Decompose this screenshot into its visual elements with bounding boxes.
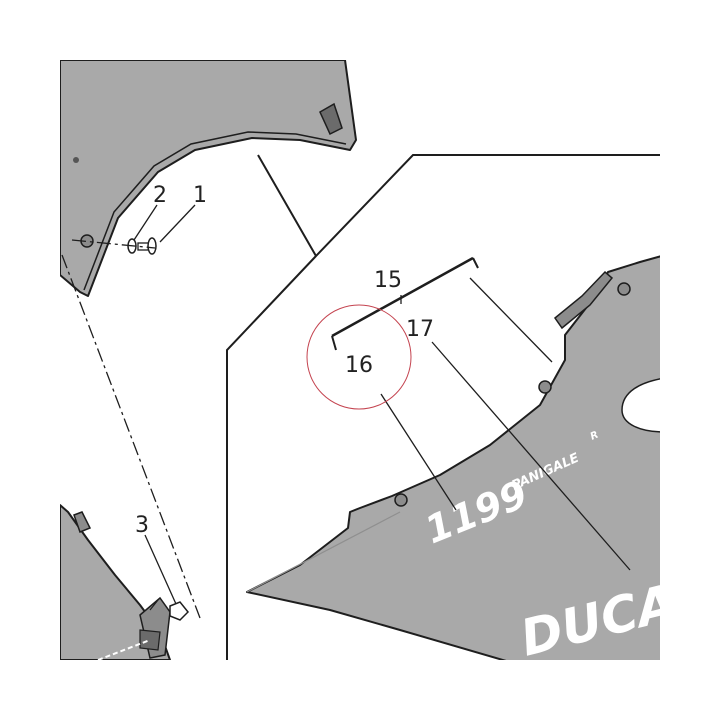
- model-suffix-decal: R: [589, 430, 601, 443]
- side-fairing-panel-detail: [246, 254, 660, 660]
- detail-view-frame: [226, 154, 660, 660]
- callout-17: 17: [406, 317, 434, 342]
- screw-fastener: [127, 237, 157, 255]
- highlight-circle: [306, 304, 412, 410]
- callout-16: 16: [345, 353, 373, 378]
- lower-fairing-panel: [60, 504, 171, 660]
- callout-3: 3: [135, 513, 149, 538]
- spring-nut-fastener: [169, 601, 190, 621]
- callout-1: 1: [193, 183, 207, 208]
- assembly-axis-line: [61, 239, 201, 619]
- callout-2: 2: [153, 183, 167, 208]
- upper-fairing-panel: [60, 60, 357, 297]
- callout-15: 15: [374, 268, 402, 293]
